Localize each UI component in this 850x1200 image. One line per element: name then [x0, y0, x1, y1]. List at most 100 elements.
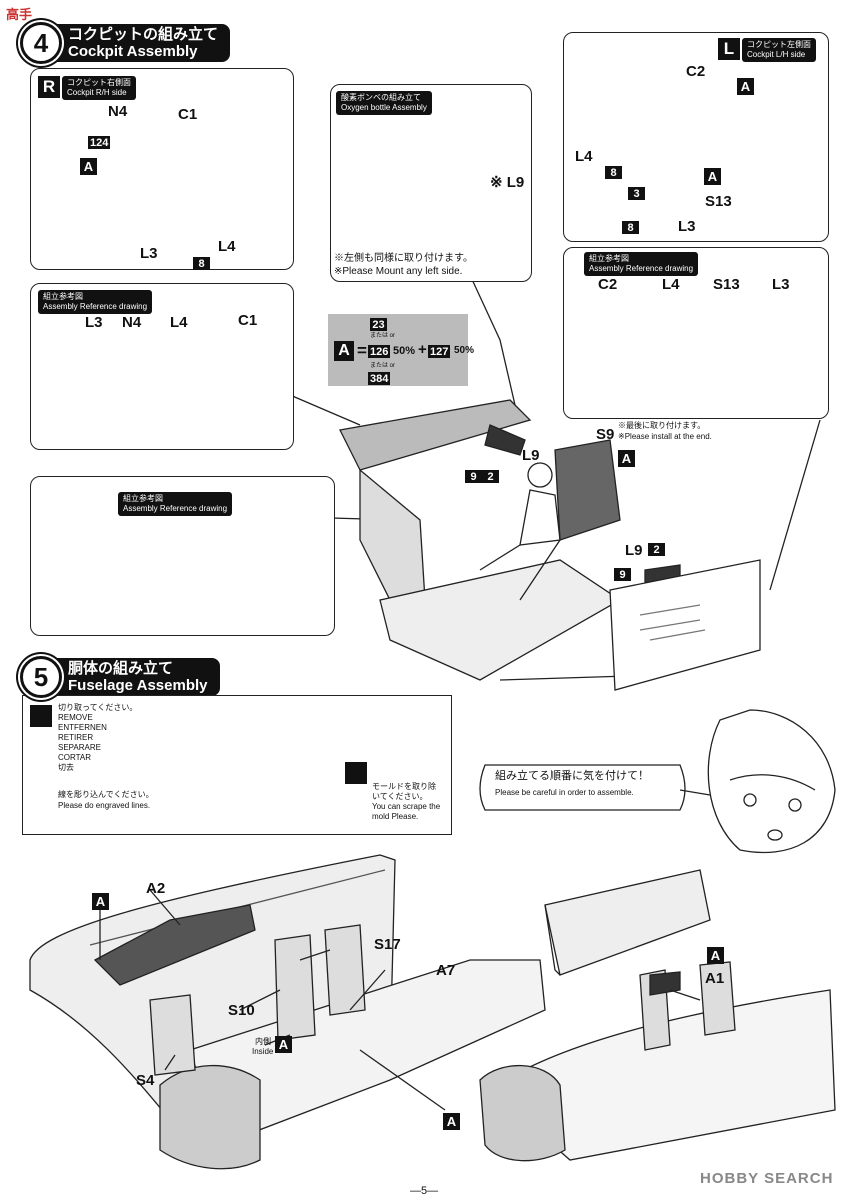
panel-cockpit-left [563, 32, 829, 242]
s9-note-en: ※Please install at the end. [618, 432, 712, 441]
part-label-c1: C1 [178, 106, 198, 123]
ref-label-s13: S13 [713, 276, 740, 293]
part-label-a2: A2 [146, 880, 166, 897]
part-label-a-top: A [737, 78, 754, 95]
reference-title-jp: 組立参考図 [123, 494, 163, 503]
cut-icon [30, 705, 52, 727]
oxygen-title-en: Oxygen bottle Assembly [341, 103, 427, 112]
legend-box [22, 695, 452, 835]
step-title-jp: 胴体の組み立て [68, 660, 174, 677]
oxygen-note-en: ※Please Mount any left side. [334, 266, 463, 277]
legend-remove-jp: 切り取ってください。 [58, 703, 138, 712]
legend-remove-de: ENTFERNEN [58, 723, 107, 732]
part-label-l3: L3 [678, 218, 696, 235]
ref-label-l3: L3 [772, 276, 790, 293]
part-label-a-top: A [92, 893, 109, 910]
bubble-text-jp: 組み立てる順番に気を付けて！ [495, 770, 649, 782]
part-label-s10: S10 [228, 1002, 255, 1019]
oxygen-note-jp: ※左側も同様に取り付けます。 [334, 253, 473, 264]
scrape-icon [345, 762, 367, 784]
step-title-en: Fuselage Assembly [68, 677, 208, 694]
part-label-l9-left: L9 [522, 447, 540, 464]
legend-remove-fr: RETIRER [58, 733, 94, 742]
legend-remove-es: CORTAR [58, 753, 92, 762]
legend-engrave-jp: 線を彫り込んでください。 [58, 790, 154, 799]
part-label-a: A [80, 158, 97, 175]
part-label-a-s9: A [618, 450, 635, 467]
watermark-logo: 高手 [6, 7, 33, 22]
legend-scrape-jp: モールドを取り除いてください。 [372, 782, 436, 801]
part-label-l9: ※ L9 [490, 174, 525, 191]
part-label-a1: A1 [705, 970, 725, 987]
legend-engrave-en: Please do engraved lines. [58, 801, 151, 810]
reference-title-en: Assembly Reference drawing [123, 504, 228, 513]
part-label-c2: C2 [686, 63, 706, 80]
hobby-search-watermark: HOBBY SEARCH [700, 1170, 834, 1187]
part-label-l4: L4 [575, 148, 593, 165]
part-label-s17: S17 [374, 936, 401, 953]
step-title-jp: コクピットの組み立て [68, 26, 219, 43]
panel-title-en: Cockpit L/H side [747, 50, 806, 59]
oxygen-title: 酸素ボンベの組み立て Oxygen bottle Assembly [336, 91, 432, 115]
part-label-s13: S13 [705, 193, 732, 210]
paint-number-2b: 2 [648, 543, 665, 556]
paint-number-2a: 2 [482, 470, 499, 483]
paint-number-124: 124 [88, 136, 111, 149]
ref-label-n4: N4 [122, 314, 142, 331]
part-label-a-mid: A [704, 168, 721, 185]
panel-title-jp: コクピット右側面 [67, 78, 131, 87]
part-label-a-right: A [707, 947, 724, 964]
ref-label-c1: C1 [238, 312, 258, 329]
step-4-header: 4 コクピットの組み立て Cockpit Assembly [20, 22, 231, 64]
page-number: —5— [410, 1185, 439, 1197]
paint-number-9b: 9 [614, 568, 631, 581]
panel-cockpit-right [30, 68, 294, 270]
color-number-127: 127 [428, 345, 451, 358]
ref-label-l3: L3 [85, 314, 103, 331]
part-label-l9-right: L9 [625, 542, 643, 559]
color-box-equals: = [357, 341, 367, 360]
step-title-bar: 胴体の組み立て Fuselage Assembly [54, 658, 220, 696]
reference-title-r: 組立参考図 Assembly Reference drawing [38, 290, 153, 314]
reference-title-en: Assembly Reference drawing [589, 264, 694, 273]
paint-number-8a: 8 [605, 166, 622, 179]
step-5-header: 5 胴体の組み立て Fuselage Assembly [20, 656, 220, 698]
part-label-a7: A7 [436, 962, 456, 979]
reference-title-jp: 組立参考図 [589, 254, 629, 263]
panel-oxygen-bottle [330, 84, 532, 282]
part-label-s4: S4 [136, 1072, 155, 1089]
step-title-en: Cockpit Assembly [68, 43, 198, 60]
legend-scrape-en: You can scrape the mold Please. [372, 802, 441, 821]
color-number-384: 384 [368, 372, 391, 385]
ref-label-l4: L4 [170, 314, 188, 331]
reference-title-l: 組立参考図 Assembly Reference drawing [584, 252, 699, 276]
paint-number-8b: 8 [622, 221, 639, 234]
panel-title-en: Cockpit R/H side [67, 88, 127, 97]
step-title-bar: コクピットの組み立て Cockpit Assembly [54, 24, 231, 62]
color-pct-2: 50% [454, 345, 475, 356]
color-plus: + [418, 341, 427, 358]
panel-title-jp: コクピット左側面 [747, 40, 811, 49]
panel-title-r: コクピット右側面 Cockpit R/H side [62, 76, 136, 100]
s9-note-jp: ※最後に取り付けます。 [618, 421, 706, 430]
oxygen-title-jp: 酸素ボンベの組み立て [341, 93, 421, 102]
part-label-s9: S9 [596, 426, 615, 443]
part-label-l3: L3 [140, 245, 158, 262]
reference-title-en: Assembly Reference drawing [43, 302, 148, 311]
ref-label-l4: L4 [662, 276, 680, 293]
step-number: 4 [20, 22, 62, 64]
color-or-1: または or [370, 333, 396, 339]
paint-number-8: 8 [193, 257, 210, 270]
legend-remove-cn: 切去 [58, 763, 74, 772]
color-box-a: A [334, 341, 354, 361]
inside-label-jp: 内側 [255, 1037, 271, 1046]
legend-remove-en: REMOVE [58, 713, 93, 722]
color-number-23: 23 [370, 318, 387, 331]
panel-title-l: コクピット左側面 Cockpit L/H side [742, 38, 816, 62]
paint-number-3: 3 [628, 187, 645, 200]
color-or-2: または or [370, 363, 396, 369]
part-label-a-inside: A [275, 1036, 292, 1053]
part-label-n4: N4 [108, 103, 128, 120]
bubble-text-en: Please be careful in order to assemble. [495, 788, 634, 797]
